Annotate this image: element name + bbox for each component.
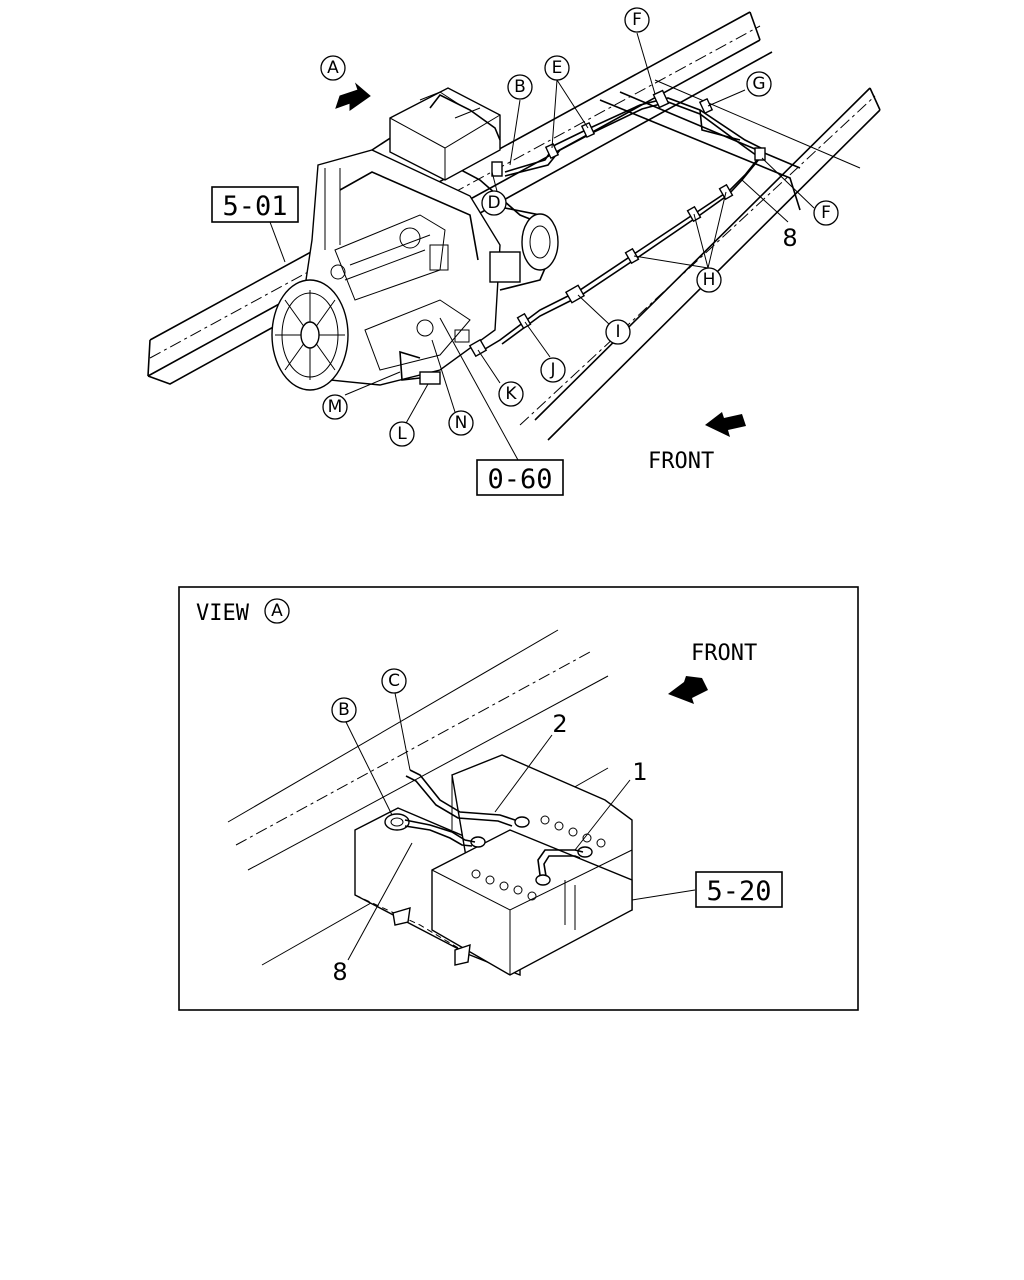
callout-b: B <box>507 74 533 100</box>
front-arrow-detail-icon <box>668 676 708 704</box>
svg-text:G: G <box>752 74 765 94</box>
svg-text:VIEW: VIEW <box>196 601 250 626</box>
callout-l: L <box>389 421 415 447</box>
transmission-assembly <box>271 134 559 391</box>
ref-box-0-60: 0-60 <box>476 459 564 496</box>
svg-text:E: E <box>552 58 563 78</box>
callout-f-top: F <box>624 7 650 33</box>
leader-lines-main <box>269 32 815 461</box>
ref-box-5-01: 5-01 <box>211 186 299 223</box>
svg-text:I: I <box>615 322 620 342</box>
detail-battery-cases <box>354 754 633 977</box>
detail-view-title: VIEW A <box>196 598 290 626</box>
callout-j: J <box>540 357 566 383</box>
callout-a: A <box>320 55 346 81</box>
svg-text:A: A <box>271 601 283 621</box>
svg-text:5-20: 5-20 <box>706 876 771 907</box>
callout-m: M <box>322 394 348 420</box>
callout-g: G <box>746 71 772 97</box>
svg-text:F: F <box>632 10 642 30</box>
brake-pipe <box>468 89 766 358</box>
svg-text:F: F <box>821 203 831 223</box>
detail-cables <box>384 769 584 877</box>
svg-text:5-01: 5-01 <box>222 191 287 222</box>
callout-b-detail: B <box>331 697 357 723</box>
view-a-arrow-icon <box>335 82 371 111</box>
svg-text:A: A <box>327 58 339 78</box>
ref-box-5-20: 5-20 <box>695 871 783 908</box>
svg-text:H: H <box>703 270 716 290</box>
part-number-8-main: 8 <box>782 224 797 252</box>
part-number-2: 2 <box>552 710 567 738</box>
part-number-1: 1 <box>632 758 647 786</box>
svg-text:J: J <box>549 360 555 380</box>
svg-text:M: M <box>328 397 343 417</box>
svg-text:L: L <box>397 424 407 444</box>
detail-view-frame <box>178 586 859 1011</box>
svg-text:K: K <box>505 384 517 404</box>
front-direction-arrow-icon <box>705 412 746 437</box>
callout-d: D <box>481 190 507 216</box>
callout-h: H <box>696 267 722 293</box>
part-number-8-detail: 8 <box>332 958 347 986</box>
callout-f-right: F <box>813 200 839 226</box>
svg-text:N: N <box>455 413 468 433</box>
svg-text:D: D <box>487 193 500 213</box>
leader-lines-detail <box>344 692 696 961</box>
callout-k: K <box>498 381 524 407</box>
svg-text:B: B <box>514 77 526 97</box>
svg-text:B: B <box>338 700 350 720</box>
svg-text:C: C <box>388 671 400 691</box>
callout-n: N <box>448 410 474 436</box>
callout-c-detail: C <box>381 668 407 694</box>
svg-text:0-60: 0-60 <box>487 464 552 495</box>
front-label-detail: FRONT <box>691 641 757 666</box>
callout-e: E <box>544 55 570 81</box>
battery-box-main <box>389 87 501 181</box>
front-label-main: FRONT <box>648 449 714 474</box>
callout-i: I <box>605 319 631 345</box>
